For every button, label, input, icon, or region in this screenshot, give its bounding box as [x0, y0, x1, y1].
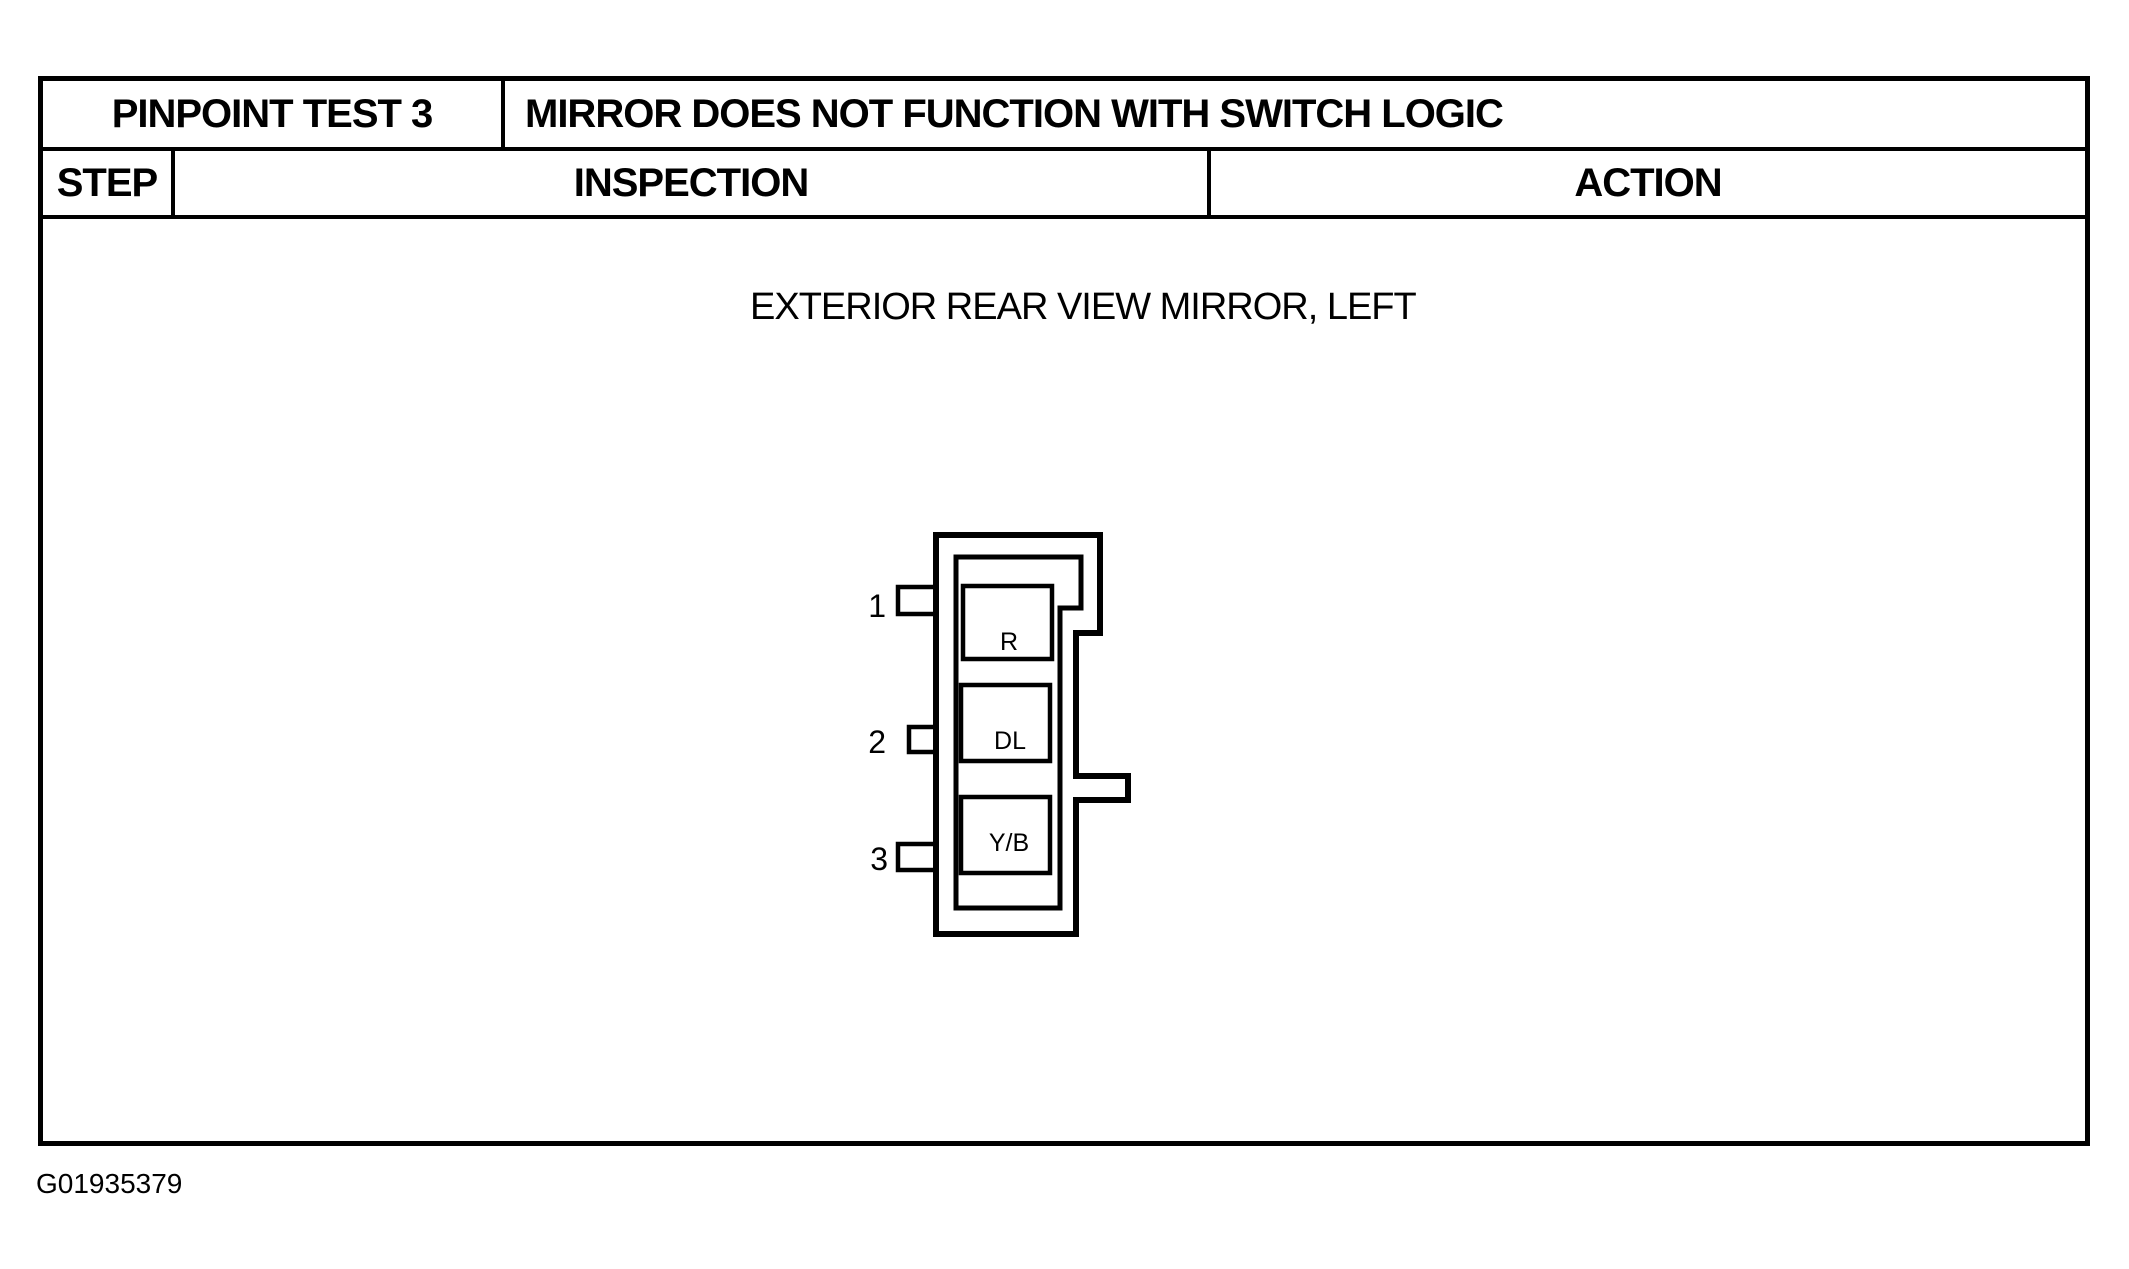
pinpoint-test-table: PINPOINT TEST 3 MIRROR DOES NOT FUNCTION… — [38, 76, 2090, 1146]
pin1-circuit-label: R — [1000, 628, 1018, 656]
pin3-number-label: 3 — [870, 841, 888, 877]
connector-diagram: 1 2 3 R DL Y/B — [868, 532, 1131, 937]
column-header-inspection: INSPECTION — [175, 151, 1211, 215]
pin3-cavity-box — [958, 794, 1053, 876]
table-title-row: PINPOINT TEST 3 MIRROR DOES NOT FUNCTION… — [43, 81, 2085, 151]
test-description-label: MIRROR DOES NOT FUNCTION WITH SWITCH LOG… — [525, 91, 1504, 136]
step-header-label: STEP — [56, 160, 158, 205]
figure-id: G01935379 — [36, 1168, 183, 1199]
pin1-number-label: 1 — [868, 588, 886, 624]
pin2-terminal-stub — [906, 724, 940, 755]
action-header-label: ACTION — [1574, 160, 1722, 205]
pin1-cavity-box — [960, 583, 1055, 662]
column-header-action: ACTION — [1211, 151, 2085, 215]
column-header-step: STEP — [43, 151, 175, 215]
inspection-header-label: INSPECTION — [573, 160, 809, 205]
pin3-circuit-label: Y/B — [989, 829, 1029, 857]
pinpoint-test-title-cell: PINPOINT TEST 3 — [43, 81, 505, 147]
table-column-header-row: STEP INSPECTION ACTION — [43, 151, 2085, 219]
pin2-number-label: 2 — [868, 724, 886, 760]
pin1-terminal-stub — [895, 584, 940, 617]
diagram-caption: EXTERIOR REAR VIEW MIRROR, LEFT — [750, 286, 1417, 328]
pin2-circuit-label: DL — [994, 727, 1026, 755]
pin3-terminal-stub — [895, 841, 940, 873]
pin2-cavity-box — [958, 682, 1053, 764]
pinpoint-test-label: PINPOINT TEST 3 — [111, 91, 434, 136]
test-description-cell: MIRROR DOES NOT FUNCTION WITH SWITCH LOG… — [505, 81, 2085, 147]
